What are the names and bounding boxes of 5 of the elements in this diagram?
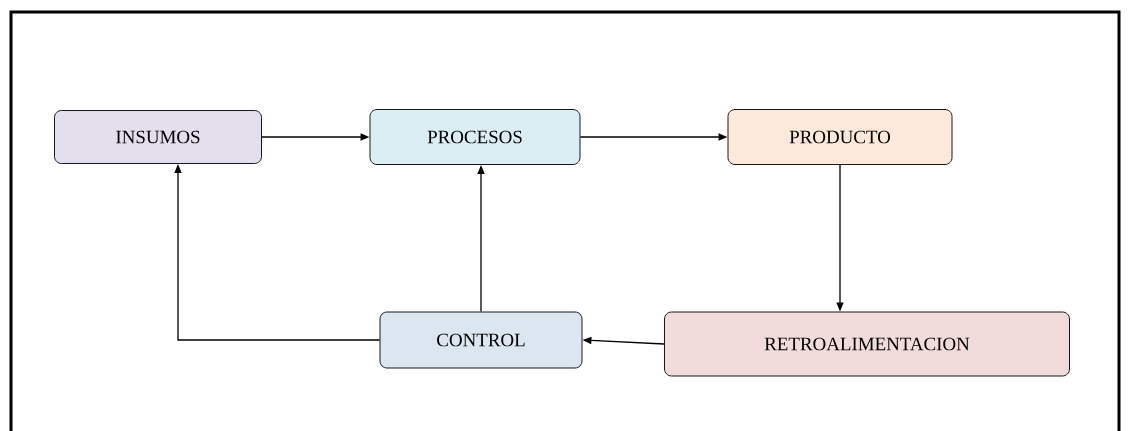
process-box: INSUMOS bbox=[54, 110, 262, 164]
process-box: PRODUCTO bbox=[727, 109, 953, 165]
process-box: PROCESOS bbox=[369, 109, 581, 165]
process-box: RETROALIMENTACION bbox=[664, 311, 1070, 377]
process-box: CONTROL bbox=[379, 311, 583, 369]
